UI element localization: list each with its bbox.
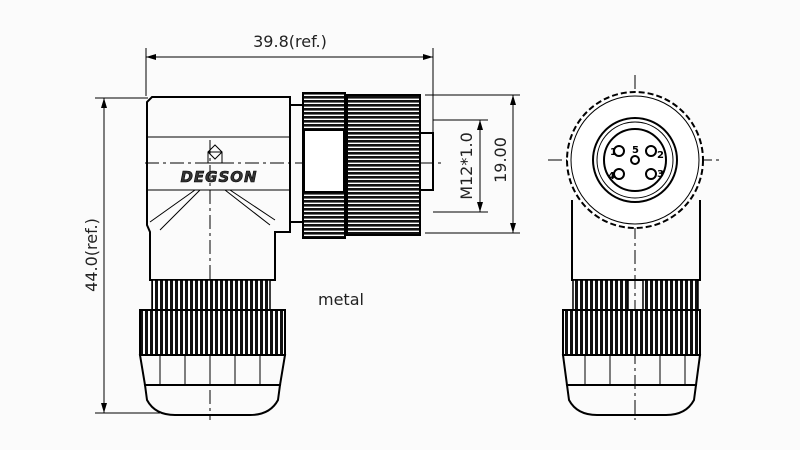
dimension-width: 39.8(ref.) [145,32,434,132]
logo-mark: DEGSON [180,144,257,186]
cable-gland-cap [143,384,282,416]
pin-2 [645,145,657,157]
logo-text: DEGSON [180,168,257,186]
pin-3 [645,168,657,180]
dimension-thread-label: M12*1.0 [457,132,476,200]
pin-label-3: 3 [657,169,664,180]
contact-face [603,128,667,192]
material-note: metal [318,290,364,309]
dimension-width-label: 39.8(ref.) [253,32,327,51]
coupling-nut [346,94,421,236]
dimension-diameter-label: 19.00 [491,137,510,183]
cable-gland-nut [139,309,286,356]
pin-label-1: 1 [610,147,617,158]
body-housing [146,96,291,281]
knurled-nut [566,91,704,229]
pin-5 [630,155,640,165]
pin-label-2: 2 [657,150,664,161]
body-bend-lines [149,189,276,231]
dimension-diameter: 19.00 [425,94,520,234]
dimension-height-label: 44.0(ref.) [82,218,101,292]
pin-insert [420,132,434,191]
front-view: 1 2 3 4 5 [548,75,722,420]
pin-4 [613,168,625,180]
dimension-height: 44.0(ref.) [82,97,160,414]
pin-label-4: 4 [608,171,615,182]
cable-thread [151,279,271,311]
dimension-thread: M12*1.0 [433,119,488,213]
front-body [571,200,701,281]
front-gland-nut [562,309,701,356]
pin-1 [613,145,625,157]
thread-left [572,279,629,311]
front-gland-cap [565,384,698,416]
pin-label-5: 5 [632,145,639,156]
thread-right [642,279,699,311]
side-view: DEGSON metal [138,92,445,420]
